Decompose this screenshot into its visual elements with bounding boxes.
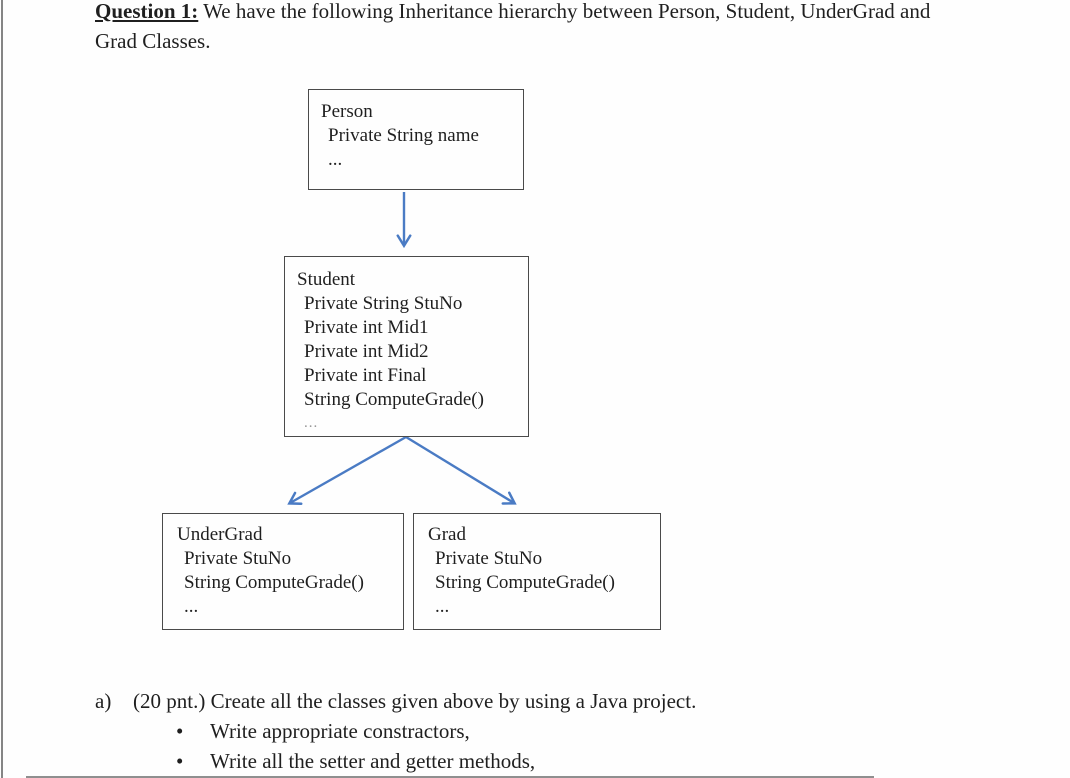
bullet-text: Write all the setter and getter methods, bbox=[210, 749, 536, 773]
class-box-student: Student Private String StuNo Private int… bbox=[284, 256, 529, 437]
class-member: Private int Mid1 bbox=[304, 317, 429, 338]
part-a-line: a) (20 pnt.) Create all the classes given… bbox=[95, 686, 696, 716]
class-member: Private StuNo bbox=[184, 548, 292, 569]
bullet-item: • Write all the setter and getter method… bbox=[95, 746, 696, 776]
class-member: Private int Final bbox=[304, 365, 427, 386]
scan-edge-left bbox=[1, 0, 3, 778]
class-title: Person bbox=[321, 101, 373, 122]
bullet-icon: • bbox=[176, 719, 184, 743]
class-member: Private StuNo bbox=[435, 548, 543, 569]
class-member: Private String StuNo bbox=[304, 293, 463, 314]
class-member: Private int Mid2 bbox=[304, 341, 429, 362]
class-ellipsis: ... bbox=[304, 415, 319, 431]
part-a-marker: a) bbox=[95, 689, 112, 713]
class-member: String ComputeGrade() bbox=[184, 572, 364, 593]
class-title: Grad bbox=[428, 524, 466, 545]
class-title: UnderGrad bbox=[177, 524, 263, 545]
inheritance-arrow-student-grad bbox=[405, 435, 517, 505]
class-ellipsis: ... bbox=[435, 596, 450, 617]
part-a-text: (20 pnt.) Create all the classes given a… bbox=[133, 689, 697, 713]
question-label: Question 1: bbox=[95, 0, 199, 23]
class-member: Private String name bbox=[328, 125, 479, 146]
bullet-icon: • bbox=[176, 749, 184, 773]
class-member: String ComputeGrade() bbox=[304, 389, 484, 410]
bullet-text: Write appropriate constractors, bbox=[210, 719, 470, 743]
class-ellipsis: ... bbox=[184, 596, 199, 617]
scan-edge-bottom bbox=[26, 776, 874, 778]
question-heading: Question 1: We have the following Inheri… bbox=[95, 0, 947, 56]
class-box-person: Person Private String name ... bbox=[308, 89, 524, 190]
class-title: Student bbox=[297, 269, 356, 290]
class-ellipsis: ... bbox=[328, 149, 343, 170]
question-intro-text: We have the following Inheritance hierar… bbox=[95, 0, 931, 53]
class-member: String ComputeGrade() bbox=[435, 572, 615, 593]
class-box-undergrad: UnderGrad Private StuNo String ComputeGr… bbox=[162, 513, 404, 630]
inheritance-arrow-student-undergrad bbox=[287, 435, 407, 506]
class-box-grad: Grad Private StuNo String ComputeGrade()… bbox=[413, 513, 661, 630]
bullet-item: • Write appropriate constractors, bbox=[95, 716, 696, 746]
question-part-a: a) (20 pnt.) Create all the classes given… bbox=[95, 686, 696, 776]
